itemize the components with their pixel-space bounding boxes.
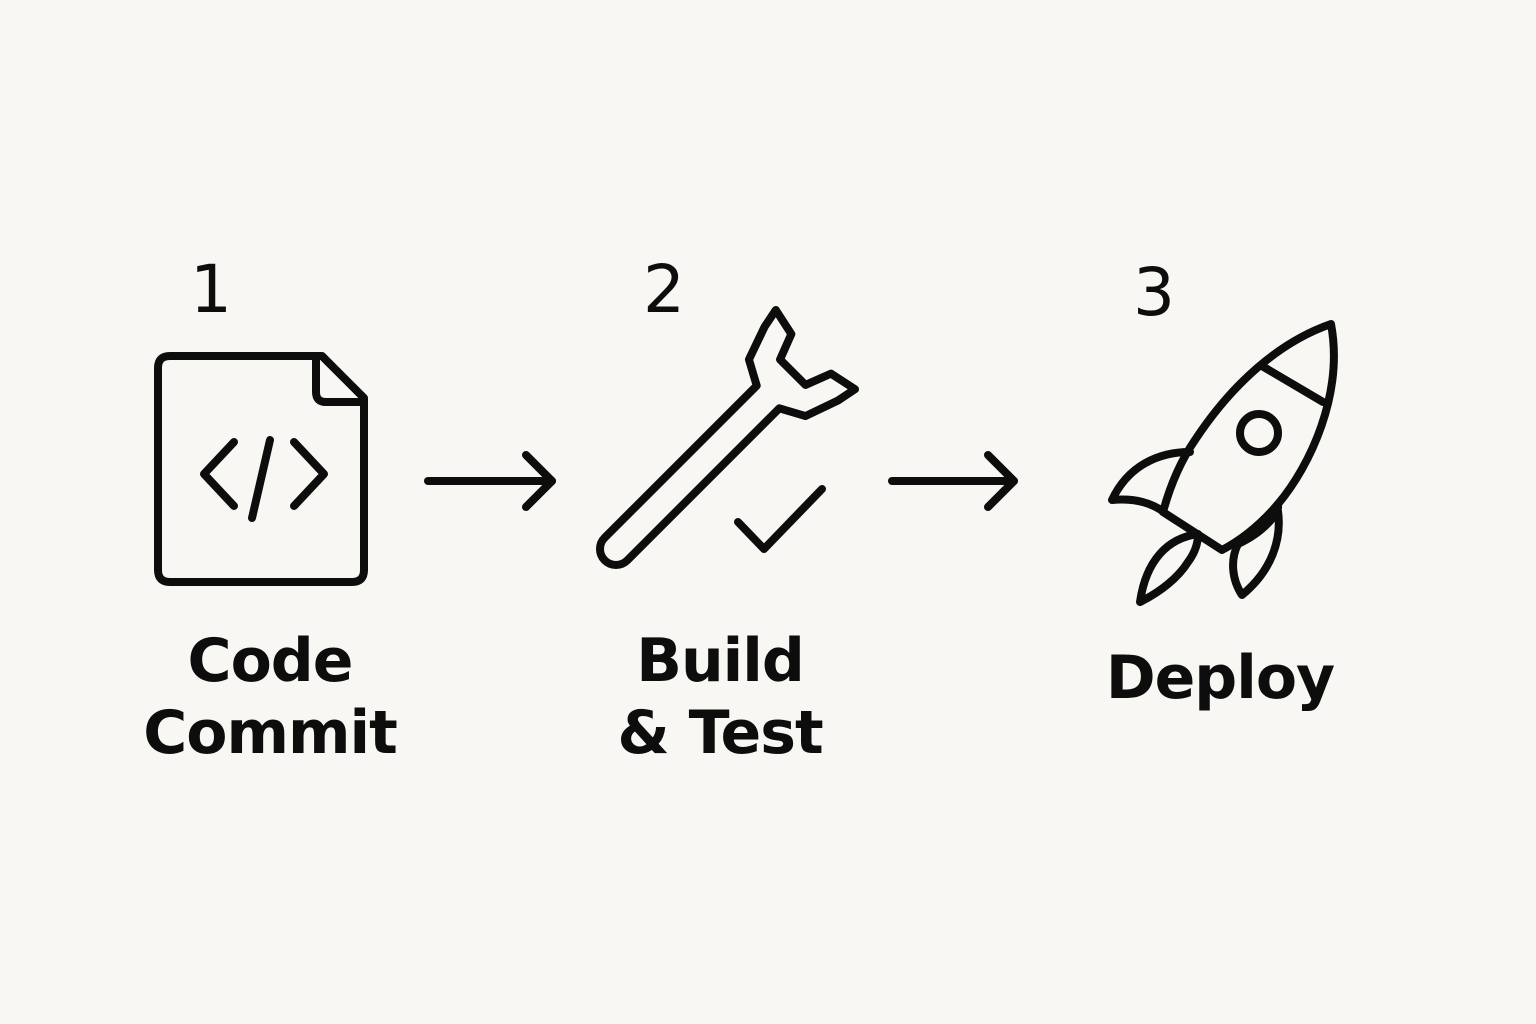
arrow-right-icon xyxy=(888,451,1018,511)
step-2-label: Build & Test xyxy=(570,625,870,769)
code-file-icon xyxy=(154,352,368,586)
step-3-label-line1: Deploy xyxy=(1105,643,1335,713)
step-1-label-line1: Code xyxy=(187,626,354,696)
step-3-label: Deploy xyxy=(1070,642,1370,714)
step-2-label-line1: Build xyxy=(636,626,805,696)
wrench-check-icon xyxy=(596,305,860,569)
step-2-number: 2 xyxy=(643,251,685,328)
step-1-label: Code Commit xyxy=(120,625,420,769)
rocket-icon xyxy=(1108,320,1338,606)
step-2-label-line2: & Test xyxy=(617,698,823,768)
step-3-number: 3 xyxy=(1133,254,1175,331)
arrow-right-icon xyxy=(424,451,556,511)
step-1-number: 1 xyxy=(190,251,232,328)
step-1-label-line2: Commit xyxy=(143,698,398,768)
